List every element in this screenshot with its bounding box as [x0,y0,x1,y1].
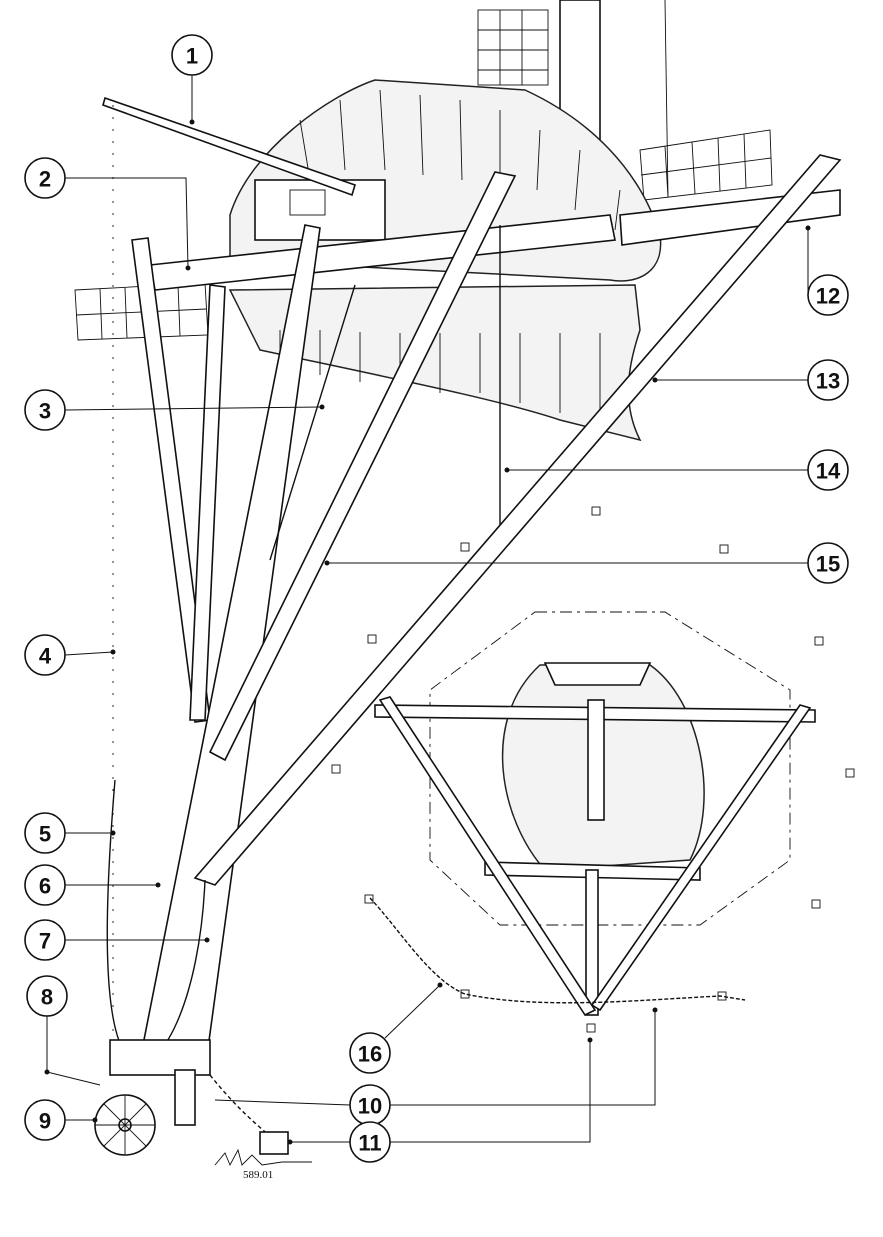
sail-lattice-right [639,0,773,201]
svg-text:11: 11 [358,1131,381,1156]
tail-pole [139,224,321,1071]
anchor-block [259,1131,289,1155]
cap-window [289,189,326,216]
svg-text:4: 4 [39,644,52,669]
svg-text:15: 15 [816,552,840,577]
callout-14: 14 [807,449,849,491]
svg-text:8: 8 [41,985,53,1010]
callout-5: 5 [24,812,66,854]
svg-text:16: 16 [358,1042,382,1067]
callout-10: 10 [349,1084,391,1126]
callout-15: 15 [807,542,849,584]
callout-12: 12 [807,274,849,316]
callout-8: 8 [26,975,68,1017]
callout-11: 11 [349,1121,391,1163]
svg-text:9: 9 [39,1109,51,1134]
brace-13 [193,154,842,886]
callout-6: 6 [24,864,66,906]
svg-text:14: 14 [816,459,841,484]
svg-text:6: 6 [39,874,51,899]
roof-hatching [299,89,621,231]
brace-15 [208,171,517,762]
svg-text:3: 3 [39,399,51,424]
callout-16: 16 [349,1032,391,1074]
svg-text:12: 12 [816,284,840,309]
strut-inner [189,284,226,721]
svg-text:7: 7 [39,929,51,954]
svg-text:5: 5 [39,822,51,847]
survey-markers [331,506,855,1033]
callout-3: 3 [24,389,66,431]
rope-3 [269,284,356,561]
pole-top [102,96,356,197]
callout-4: 4 [24,634,66,676]
svg-text:1: 1 [186,44,198,69]
winch [94,1039,312,1167]
callout-1: 1 [171,34,213,76]
callout-2: 2 [24,157,66,199]
drawing-number: 589.01 [243,1169,273,1181]
svg-text:10: 10 [358,1094,382,1119]
callout-13: 13 [807,359,849,401]
svg-text:13: 13 [816,369,840,394]
callout-7: 7 [24,919,66,961]
leader-lines [44,75,811,1145]
callout-9: 9 [24,1099,66,1141]
mill-body [228,284,642,442]
svg-text:2: 2 [39,167,51,192]
plan-view [369,611,816,1017]
